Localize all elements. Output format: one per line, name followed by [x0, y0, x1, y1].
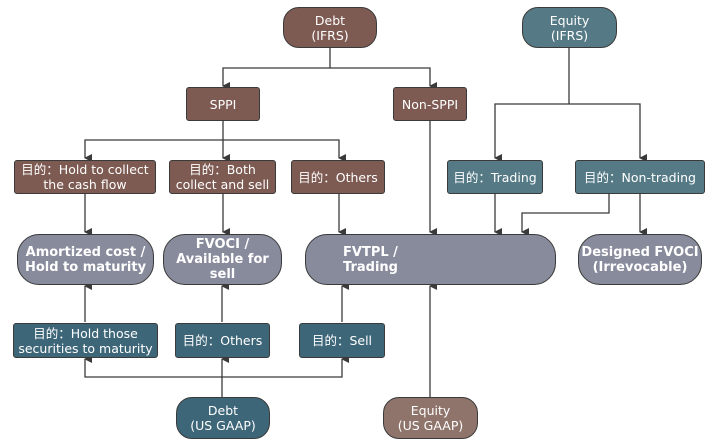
node-purpose-hold-to-collect: 目的：Hold to collect the cash flow: [14, 160, 156, 194]
edge-sppi-to-hold: [84, 139, 223, 162]
node-fvoci: FVOCI / Available for sell: [163, 234, 282, 285]
node-equity-ifrs: Equity (IFRS): [522, 7, 617, 48]
node-purpose-others-usgaap: 目的：Others: [175, 323, 270, 358]
edge-debt-usgaap-to-sell: [222, 355, 349, 378]
node-purpose-others-ifrs: 目的：Others: [291, 160, 385, 194]
node-amortized-cost: Amortized cost / Hold to maturity: [17, 234, 154, 285]
node-sppi: SPPI: [186, 87, 260, 121]
edge-equity-to-nontrading: [569, 103, 647, 162]
node-non-sppi: Non-SPPI: [393, 87, 467, 121]
edge-equity-to-trading: [494, 103, 569, 162]
node-fvtpl: FVTPL / Trading: [305, 234, 556, 285]
edge-nontrading-to-fvtpl: [521, 194, 610, 236]
edge-sppi-to-others: [223, 139, 346, 162]
node-purpose-trading: 目的：Trading: [447, 160, 543, 194]
node-designed-fvoci: Designed FVOCI (Irrevocable): [578, 234, 702, 285]
node-debt-ifrs: Debt (IFRS): [283, 7, 377, 48]
edge-debt-ifrs-split: [222, 48, 331, 90]
node-purpose-sell: 目的：Sell: [299, 323, 385, 358]
node-debt-usgaap: Debt (US GAAP): [176, 397, 270, 439]
node-purpose-non-trading: 目的：Non-trading: [575, 160, 705, 194]
node-purpose-hold-to-maturity: 目的：Hold those securities to maturity: [13, 323, 158, 358]
node-purpose-both: 目的：Both collect and sell: [169, 160, 276, 194]
node-equity-usgaap: Equity (US GAAP): [383, 397, 478, 439]
edge-debt-usgaap-to-hold: [84, 355, 222, 378]
edge-debt-ifrs-to-nonsppi: [330, 67, 437, 90]
